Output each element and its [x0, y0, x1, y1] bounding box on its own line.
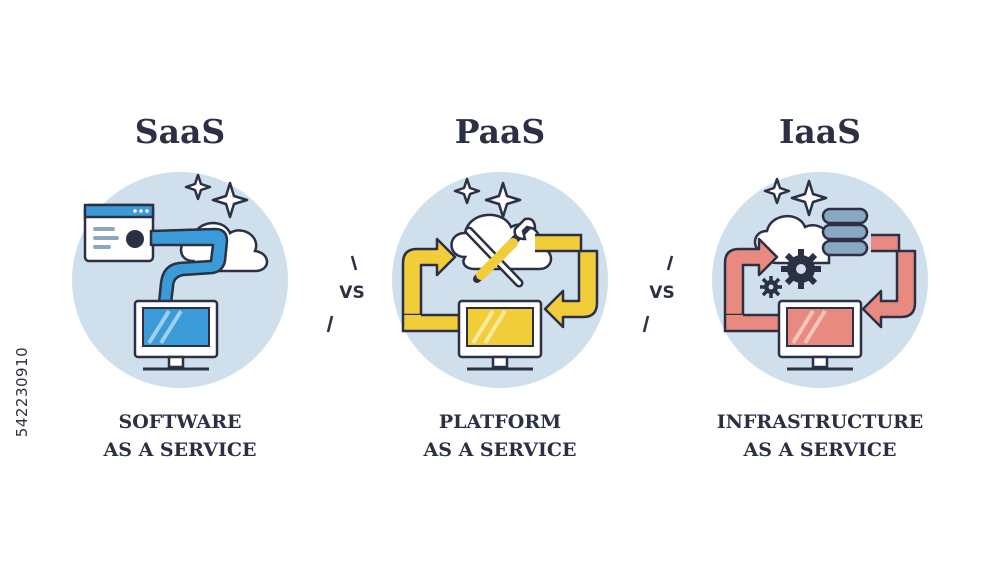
panel-title: SaaS	[134, 112, 226, 151]
panel-paas: PaaS PLATFORM AS A SERVICE	[350, 0, 650, 563]
sparkle-icon	[211, 181, 249, 219]
server-icon	[821, 207, 869, 257]
slash-divider	[642, 255, 674, 333]
iaas-illustration	[712, 172, 928, 388]
cycle-arrow-icon	[401, 237, 457, 317]
description-line-2: AS A SERVICE	[103, 439, 257, 461]
description-line-1: PLATFORM	[438, 411, 562, 433]
tools-icon	[464, 217, 537, 288]
cycle-arrow-icon	[543, 249, 599, 329]
panel-saas: SaaS SOFTWARE AS A SERVICE	[30, 0, 330, 563]
panel-title: IaaS	[778, 112, 862, 151]
panel-title: PaaS	[454, 112, 546, 151]
cycle-arrow-icon	[723, 237, 779, 317]
browser-window-icon	[83, 203, 155, 263]
monitor-icon	[777, 299, 863, 371]
sparkle-icon	[790, 179, 828, 217]
sparkle-icon	[453, 177, 481, 205]
description-line-1: INFRASTRUCTURE	[716, 411, 924, 433]
sparkle-icon	[763, 177, 791, 205]
panel-description: PLATFORM AS A SERVICE	[350, 408, 650, 464]
sparkle-icon	[184, 173, 212, 201]
monitor-icon	[133, 299, 219, 371]
description-line-2: AS A SERVICE	[743, 439, 897, 461]
gear-icon	[760, 276, 782, 298]
panel-description: INFRASTRUCTURE AS A SERVICE	[670, 408, 970, 464]
slash-divider	[326, 255, 358, 333]
saas-illustration	[72, 172, 288, 388]
vs-separator: VS	[322, 250, 382, 340]
monitor-icon	[457, 299, 543, 371]
vs-separator: VS	[632, 250, 692, 340]
panel-description: SOFTWARE AS A SERVICE	[30, 408, 330, 464]
stock-id: 542230910	[12, 325, 32, 465]
vs-label: VS	[339, 283, 365, 303]
gear-icon	[781, 249, 821, 289]
cycle-arrow-icon	[861, 249, 917, 329]
description-line-2: AS A SERVICE	[423, 439, 577, 461]
vs-label: VS	[649, 283, 675, 303]
panel-iaas: IaaS	[670, 0, 970, 563]
download-arrow-icon	[149, 227, 229, 325]
paas-illustration	[392, 172, 608, 388]
stock-id-text: 542230910	[13, 346, 31, 438]
description-line-1: SOFTWARE	[118, 411, 242, 433]
